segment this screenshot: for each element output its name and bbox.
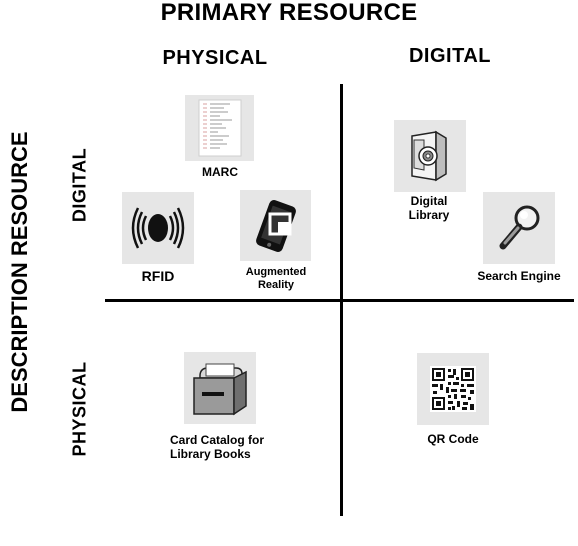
augmented-reality-label-line2: Reality — [257, 279, 295, 291]
row-header-physical-wrap: PHYSICAL — [66, 357, 94, 462]
horizontal-axis — [105, 299, 574, 302]
card-catalog-icon — [193, 363, 247, 416]
row-header-digital-wrap: DIGITAL — [66, 140, 94, 230]
digital-library-label-line1: Digital — [410, 194, 448, 208]
row-header-physical: PHYSICAL — [69, 361, 90, 457]
digital-library-label-line2: Library — [408, 208, 450, 222]
search-engine-label: Search Engine — [477, 269, 561, 283]
marc-record-icon — [198, 99, 241, 157]
augmented-reality-label-line1: Augmented — [245, 266, 307, 278]
side-title-wrap: DESCRIPTION RESOURCE — [4, 110, 36, 435]
marc-tile — [185, 95, 254, 161]
card-catalog-tile — [184, 352, 256, 424]
card-catalog-label-line2: Library Books — [170, 447, 251, 461]
augmented-reality-icon — [255, 199, 296, 252]
row-header-digital: DIGITAL — [69, 147, 90, 223]
column-header-physical: PHYSICAL — [162, 47, 268, 69]
card-catalog-label: Card Catalog for Library Books — [170, 433, 276, 461]
augmented-reality-tile — [240, 190, 311, 261]
qr-code-label: QR Code — [427, 432, 479, 446]
magnifier-icon — [499, 205, 540, 250]
diagram-title: PRIMARY RESOURCE — [160, 0, 418, 26]
rfid-tile — [122, 192, 194, 264]
rfid-signal-icon — [131, 207, 185, 249]
column-header-digital: DIGITAL — [408, 45, 491, 67]
search-engine-tile — [483, 192, 555, 264]
marc-label: MARC — [202, 165, 238, 179]
card-catalog-label-line1: Card Catalog for — [170, 433, 265, 447]
digital-library-tile — [394, 120, 466, 192]
augmented-reality-label: Augmented Reality — [236, 266, 316, 292]
digital-library-label: Digital Library — [390, 194, 468, 222]
digital-library-icon — [411, 130, 447, 182]
rfid-label: RFID — [141, 268, 175, 284]
qr-code-icon — [430, 366, 476, 412]
qr-code-tile — [417, 353, 489, 425]
side-title: DESCRIPTION RESOURCE — [7, 131, 32, 413]
